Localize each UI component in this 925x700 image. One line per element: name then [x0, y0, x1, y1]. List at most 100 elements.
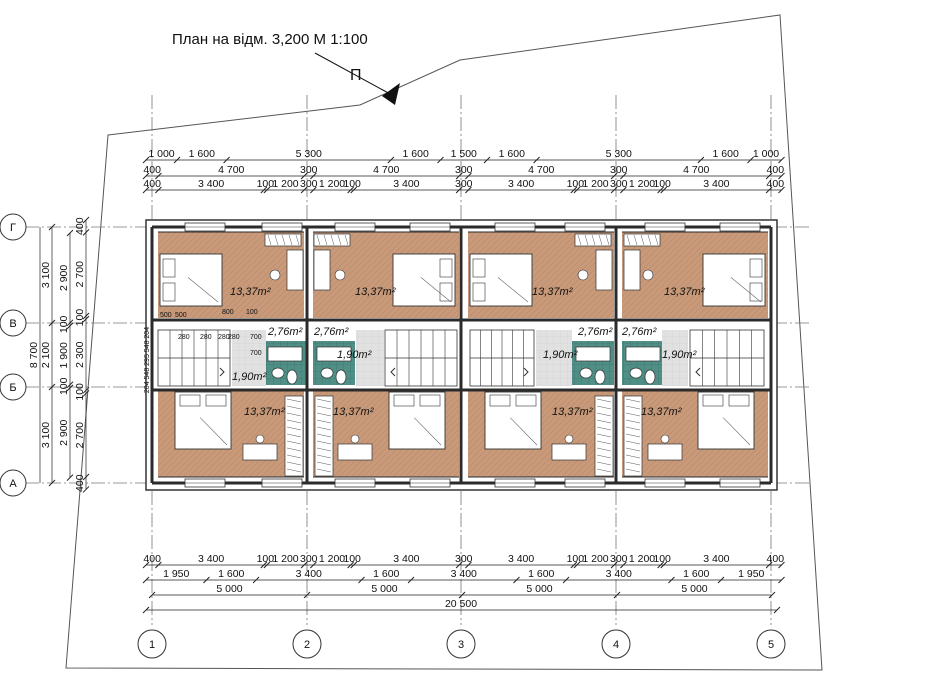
hanger [316, 440, 332, 445]
dimension-tick [465, 186, 472, 194]
hall-floor [662, 330, 688, 386]
dimension-tick [570, 561, 578, 569]
pillow [472, 258, 486, 278]
dimension-tick [260, 561, 268, 569]
hanger [596, 440, 612, 445]
hanger [596, 447, 612, 452]
top-dim-label: 100 [653, 178, 671, 190]
hall-floor [536, 330, 572, 386]
dimension-tick [48, 383, 56, 391]
hanger [596, 468, 612, 473]
dimension-tick [66, 319, 74, 327]
wardrobe [264, 233, 302, 247]
axis-label: 1 [149, 639, 155, 651]
dimension-tick [300, 186, 308, 194]
top-dim-label: 3 400 [198, 178, 224, 190]
wardrobe [623, 395, 643, 477]
hanger [596, 412, 612, 417]
desk [286, 249, 304, 291]
axis-label: В [9, 318, 16, 330]
dimension-tick [613, 591, 621, 599]
hanger [286, 426, 302, 431]
dimension-tick [310, 561, 317, 569]
bed-sheet-fold [722, 417, 751, 446]
stair-arrow-icon [523, 367, 529, 377]
pillow [749, 282, 763, 302]
dimension-tick [82, 486, 90, 493]
bathroom-frame [267, 346, 303, 362]
dimension-tick [48, 319, 56, 327]
dimension-tick [358, 576, 365, 584]
pillow [393, 394, 415, 407]
dimension-tick [300, 172, 308, 180]
bottom-dim-label: 3 400 [703, 553, 729, 565]
dimension-tick [66, 381, 74, 389]
chair-icon [269, 269, 281, 281]
bottom-dim-label: 3 400 [198, 553, 224, 565]
bedroom-area-label: 13,37m² [532, 286, 573, 298]
dimension-tick [142, 576, 150, 584]
desk [313, 249, 331, 291]
dimension-tick [660, 561, 668, 569]
top-dim-label: 300 [610, 178, 628, 190]
toilet-icon [286, 369, 298, 385]
pillow [439, 282, 453, 302]
axis-label: 3 [458, 639, 464, 651]
left-dim-label: 1 900 [58, 342, 70, 368]
top-dim-label: 4 700 [528, 164, 554, 176]
dimension-tick [82, 473, 90, 481]
dimension-tick [82, 315, 90, 323]
dimension-tick [455, 186, 463, 194]
dimension-tick [455, 172, 463, 180]
dimension-tick [155, 186, 162, 194]
bedroom-area-label: 13,37m² [355, 286, 396, 298]
axis-bubble [0, 373, 27, 401]
bottom-dim-label: 1 600 [218, 568, 244, 580]
bottom-dim-label: 5 000 [216, 583, 242, 595]
closet-dim-label: 100 [246, 309, 258, 316]
bottom-dim-label: 3 400 [606, 568, 632, 580]
dimension-tick [173, 156, 181, 164]
axis-label: 5 [768, 639, 774, 651]
bedroom-area-label: 13,37m² [244, 406, 285, 418]
dimension-tick [765, 186, 773, 194]
hanger [591, 234, 596, 246]
axis-label: Г [10, 222, 16, 234]
chair-icon [350, 434, 360, 444]
pillow [515, 394, 537, 407]
hanger [640, 234, 645, 246]
top-dim-label: 100 [343, 178, 361, 190]
hanger [625, 454, 641, 459]
top-dim-label: 4 700 [683, 164, 709, 176]
dimension-tick [82, 386, 90, 394]
bedroom-area-label: 13,37m² [641, 406, 682, 418]
desk [647, 443, 683, 461]
hanger [286, 440, 302, 445]
top-dim-label: 1 000 [148, 148, 174, 160]
hanger [577, 234, 582, 246]
bed [469, 253, 533, 307]
hanger [286, 454, 302, 459]
hall-area-label: 1,90m² [232, 371, 267, 383]
top-dim-label: 1 600 [713, 148, 739, 160]
chair-icon [564, 434, 574, 444]
hanger [286, 419, 302, 424]
toilet-icon [335, 369, 347, 385]
top-dim-label: 4 700 [218, 164, 244, 176]
sink-icon [579, 367, 593, 379]
wardrobe [594, 395, 614, 477]
dimension-tick [778, 186, 785, 194]
desk [623, 249, 641, 291]
pillow [162, 258, 176, 278]
dimension-tick [573, 561, 581, 569]
bottom-dim-label: 3 400 [508, 553, 534, 565]
desk [337, 443, 373, 461]
bedroom-area-label: 13,37m² [552, 406, 593, 418]
dimension-tick [155, 561, 162, 569]
bottom-dim-label: 5 000 [526, 583, 552, 595]
hanger [316, 454, 332, 459]
bottom-dim-label: 3 400 [393, 553, 419, 565]
